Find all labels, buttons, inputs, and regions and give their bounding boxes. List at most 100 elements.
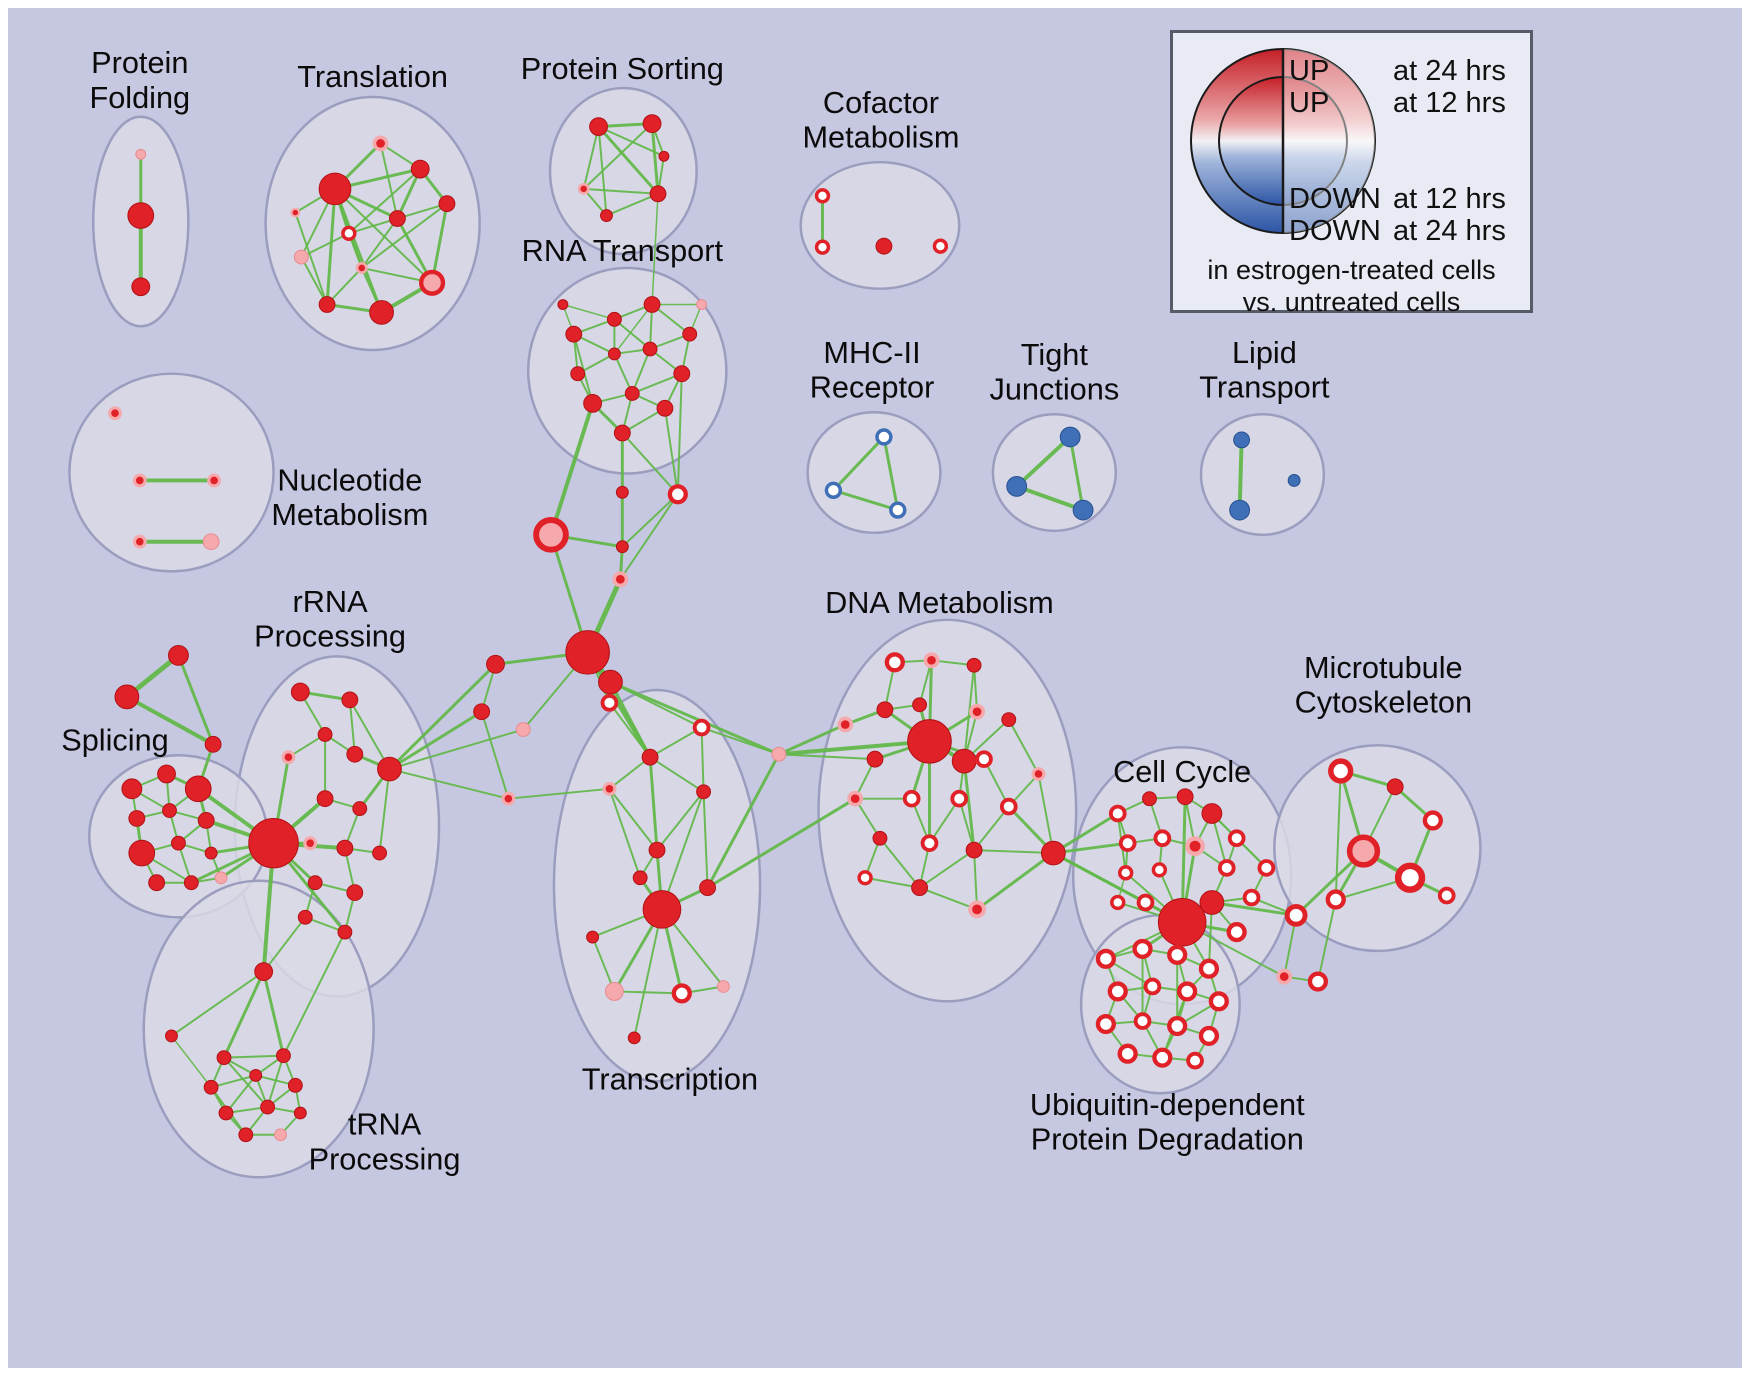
- gene-node-rw: [902, 789, 921, 808]
- gene-node-rw: [1177, 981, 1198, 1002]
- gene-node-pr: [355, 262, 368, 274]
- network-edge: [1051, 812, 1120, 855]
- gene-node-r: [168, 645, 189, 666]
- gene-node-p: [515, 722, 531, 737]
- gene-node-r: [341, 691, 359, 709]
- gene-node-rw: [1328, 758, 1354, 784]
- legend-dir-label: UP: [1289, 87, 1330, 119]
- network-edge: [1037, 773, 1055, 855]
- gene-node-r: [486, 654, 505, 674]
- gene-node-r: [128, 810, 146, 827]
- gene-node-r: [965, 841, 983, 859]
- gene-node-pr: [612, 571, 629, 588]
- gene-node-r: [317, 727, 333, 742]
- network-edge: [282, 931, 346, 1057]
- network-edge: [706, 752, 781, 890]
- gene-node-r: [148, 874, 166, 892]
- gene-node-r: [170, 835, 186, 851]
- gene-node-r: [642, 890, 682, 929]
- gene-node-r: [203, 1079, 219, 1095]
- legend-row-up-12: UP at 12 hrs: [1289, 87, 1506, 120]
- gene-node-r: [565, 630, 610, 675]
- gene-node-r: [641, 748, 659, 766]
- gene-node-pr: [132, 473, 147, 488]
- gene-node-rw: [1307, 971, 1329, 992]
- gene-node-pr: [372, 135, 389, 152]
- gene-node-rw: [1117, 1043, 1138, 1064]
- network-edge: [507, 787, 611, 800]
- network-edge: [378, 768, 391, 855]
- legend-time-label: at 12 hrs: [1393, 183, 1506, 215]
- gene-node-p: [696, 299, 708, 310]
- gene-node-rw: [600, 694, 619, 712]
- gene-node-r: [438, 195, 456, 213]
- gene-node-rw: [1217, 859, 1236, 877]
- network-edge: [631, 348, 652, 395]
- gene-node-p: [771, 746, 787, 762]
- gene-node-r: [607, 347, 621, 361]
- cluster-cofactor-metabolism: [799, 160, 961, 290]
- network-edge: [777, 723, 847, 756]
- legend-time-label: at 12 hrs: [1393, 87, 1506, 119]
- gene-node-r: [648, 841, 666, 859]
- gene-node-rw: [884, 652, 905, 673]
- legend-caption-line2: vs. untreated cells: [1242, 287, 1461, 317]
- gene-node-r: [1201, 803, 1223, 824]
- gene-node-r: [346, 884, 364, 901]
- gene-node-rp: [419, 269, 446, 296]
- network-edge: [878, 837, 921, 889]
- gene-node-r: [128, 839, 156, 867]
- network-edge: [597, 125, 660, 196]
- gene-node-pr: [968, 900, 986, 919]
- gene-node-r: [337, 924, 353, 940]
- gene-node-r: [866, 750, 884, 768]
- network-edge: [656, 790, 705, 852]
- gene-node-rw: [1394, 862, 1426, 893]
- gene-node-rw: [1284, 903, 1308, 927]
- gene-node-r: [951, 748, 977, 774]
- gene-node-rw: [1208, 991, 1229, 1012]
- network-edge: [608, 787, 659, 852]
- gene-node-rw: [1118, 834, 1137, 852]
- network-edge: [700, 726, 705, 793]
- gene-node-r: [1040, 840, 1066, 866]
- gene-node-pr: [281, 750, 296, 765]
- network-edge: [963, 664, 976, 763]
- gene-node-r: [316, 790, 334, 808]
- network-edge: [562, 303, 616, 321]
- gene-node-r: [162, 803, 177, 818]
- network-edge: [983, 758, 1010, 808]
- network-edge: [170, 1035, 212, 1089]
- gene-node-b: [1233, 431, 1251, 449]
- network-edge: [348, 698, 356, 756]
- gene-node-r: [114, 684, 140, 710]
- cluster-label-rna-transport: RNA Transport: [522, 234, 724, 268]
- cluster-tight-junctions: [991, 412, 1118, 533]
- gene-node-r: [642, 341, 658, 357]
- gene-node-r: [127, 202, 155, 229]
- gene-node-pr: [847, 790, 864, 807]
- network-edge: [300, 256, 329, 306]
- network-edge: [621, 432, 679, 496]
- gene-node-b: [1229, 499, 1251, 521]
- gene-node-rw: [814, 188, 831, 204]
- gene-node-rw: [341, 225, 357, 242]
- gene-node-bw: [824, 481, 843, 499]
- gene-node-r: [589, 117, 608, 136]
- gene-node-r: [583, 393, 603, 413]
- gene-node-r: [642, 114, 662, 134]
- gene-node-r: [249, 1069, 263, 1082]
- gene-node-rw: [857, 870, 873, 886]
- gene-node-r: [121, 778, 143, 800]
- gene-node-rw: [1167, 944, 1188, 965]
- gene-node-r: [410, 159, 430, 179]
- gene-node-rw: [1133, 1012, 1152, 1030]
- gene-node-r: [699, 879, 716, 897]
- gene-node-rw: [1257, 859, 1276, 877]
- gene-node-rw: [1167, 1015, 1188, 1037]
- network-edge: [294, 211, 329, 306]
- gene-node-rw: [1095, 948, 1116, 969]
